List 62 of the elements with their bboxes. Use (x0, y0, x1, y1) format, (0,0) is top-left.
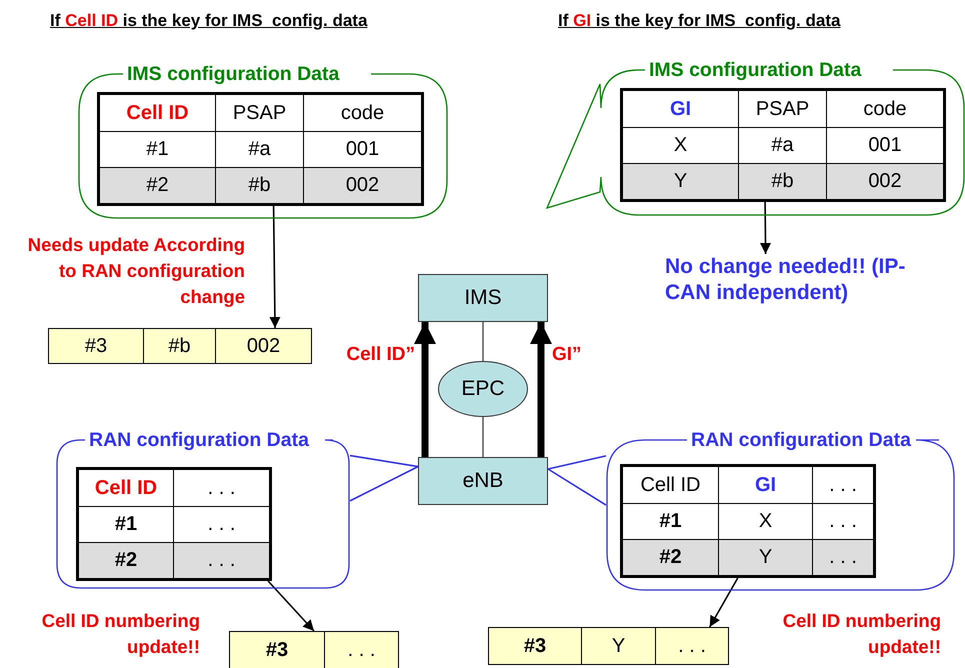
arrow (269, 206, 280, 328)
section-heading: If GI is the key for IMS config. data (558, 10, 840, 32)
table-cell: 002 (303, 167, 421, 203)
table-cell-text: Cell ID (125, 100, 190, 126)
table-cell: #2 (100, 167, 215, 203)
table-cell-text: GI (668, 96, 692, 122)
arrow (760, 202, 771, 254)
bubble-heading: RAN configuration Data (691, 428, 911, 452)
arrow (414, 322, 436, 457)
bubble-heading: IMS configuration Data (649, 58, 862, 82)
table-cell: . . . (812, 539, 873, 575)
new-table-row (48, 328, 312, 364)
arrow (530, 322, 552, 457)
note-text: No change needed!! (IP-CAN independent) (665, 254, 923, 306)
network-node-box: IMS (418, 274, 548, 322)
table-cell: . . . (324, 632, 398, 668)
table-cell: PSAP (215, 95, 303, 131)
table-cell: 002 (215, 329, 311, 363)
table-cell: . . . (655, 628, 728, 664)
table-cell-text: #3 (264, 638, 290, 662)
table-cell: #b (215, 167, 303, 203)
data-table (620, 88, 946, 202)
annotation-text: Cell ID numbering update!! (782, 609, 941, 659)
table-cell: Y (623, 163, 738, 199)
connector-line (482, 322, 484, 361)
new-table-row (229, 631, 399, 668)
table-cell: #2 (79, 542, 173, 578)
connector-line (349, 454, 419, 502)
annotation-text: Needs update According to RAN configuration change (26, 233, 245, 309)
table-cell: code (826, 91, 943, 127)
data-table (76, 467, 272, 581)
table-cell: #b (738, 163, 826, 199)
table-cell: Y (581, 628, 655, 664)
table-cell: #2 (623, 539, 718, 575)
connector-line (482, 417, 484, 457)
table-cell-text: Cell ID (94, 476, 158, 500)
edge-label: GI” (552, 343, 582, 367)
annotation-text: Cell ID numbering update!! (40, 609, 200, 659)
bubble-heading: RAN configuration Data (89, 428, 309, 452)
table-cell: PSAP (738, 91, 826, 127)
table-cell-text: Cell ID (639, 472, 702, 498)
network-node-ellipse: EPC (438, 361, 528, 417)
network-node-box: eNB (418, 457, 548, 505)
connector-line (547, 455, 607, 506)
arrow (268, 580, 315, 632)
new-table-row (488, 627, 729, 665)
table-cell: Y (718, 539, 812, 575)
table-cell: 002 (826, 163, 943, 199)
table-cell-text: #3 (522, 634, 548, 658)
table-cell: . . . (173, 470, 269, 506)
table-cell: GI (718, 467, 812, 503)
edge-label: Cell ID” (346, 343, 415, 367)
data-table (97, 92, 424, 206)
bubble-heading: IMS configuration Data (127, 62, 340, 86)
table-cell: . . . (173, 542, 269, 578)
section-heading: If Cell ID is the key for IMS config. data (50, 10, 368, 32)
data-table (620, 464, 876, 578)
table-cell: code (303, 95, 421, 131)
arrow (709, 578, 738, 628)
table-cell: #b (143, 329, 215, 363)
table-cell: . . . (812, 467, 873, 503)
table-cell-text: #3 (84, 334, 108, 358)
